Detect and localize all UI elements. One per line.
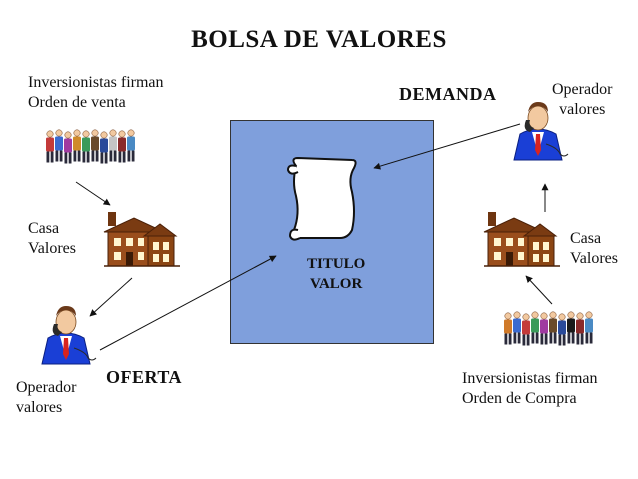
arrow-buyers-to-broker [525, 275, 553, 305]
operator-bottom-label-line2: valores [16, 399, 63, 416]
sellers-label-line1: Inversionistas firman [28, 74, 164, 91]
buyers-label-line2: Orden de Compra [462, 390, 577, 407]
sellers-group-icon [45, 129, 136, 164]
operator-bottom-label: Operador valores [16, 378, 76, 418]
broker-right-label-line1: Casa [570, 230, 602, 247]
buyers-label-line1: Inversionistas firman [462, 370, 598, 387]
titulo-valor-line2: VALOR [310, 276, 363, 292]
operator-top-icon [513, 101, 569, 161]
operator-top-label-line1: Operador [552, 81, 613, 98]
flow-arrows [75, 123, 553, 351]
buyers-label: Inversionistas firman Orden de Compra [462, 369, 598, 409]
arrow-operator-to-titulo [99, 255, 277, 351]
broker-right-label: Casa Valores [570, 229, 618, 269]
broker-right-house-icon [483, 211, 561, 267]
broker-left-label-line1: Casa [28, 220, 60, 237]
scroll-document-icon [286, 156, 357, 241]
arrow-operator-to-scroll [373, 123, 521, 170]
broker-right-label-line2: Valores [570, 250, 618, 267]
broker-left-label: Casa Valores [28, 219, 76, 259]
operator-top-label: Operador valores [552, 80, 612, 120]
titulo-valor-line1: TITULO [307, 256, 366, 272]
arrow-broker-to-operator [89, 277, 133, 317]
page-title: BOLSA DE VALORES [191, 26, 447, 53]
operator-top-label-line2: valores [559, 101, 606, 118]
buyers-group-icon [503, 311, 594, 346]
broker-left-house-icon [103, 211, 181, 267]
operator-bottom-label-line1: Operador [16, 379, 77, 396]
broker-left-label-line2: Valores [28, 240, 76, 257]
demand-label: DEMANDA [399, 84, 497, 104]
sellers-label: Inversionistas firman Orden de venta [28, 73, 164, 113]
sellers-label-line2: Orden de venta [28, 94, 126, 111]
offer-label: OFERTA [106, 367, 183, 387]
operator-bottom-icon [41, 305, 97, 365]
titulo-valor-label: TITULO VALOR [307, 254, 365, 294]
arrow-sellers-to-broker [75, 181, 111, 206]
